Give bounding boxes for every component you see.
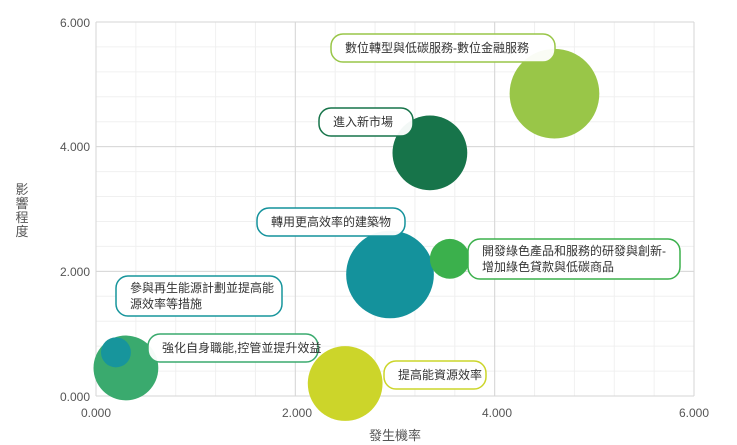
callout-label: 提高能資源效率 xyxy=(383,360,487,390)
callout-box xyxy=(147,333,319,363)
y-axis-title-char: 響 xyxy=(15,196,28,211)
y-axis-title: 影 響 程 度 xyxy=(15,182,28,239)
callout-text: 參與再生能源計劃並提高能 xyxy=(130,280,274,295)
callout-text: 增加綠色貸款與低碳商品 xyxy=(482,259,614,274)
bubble xyxy=(509,48,600,139)
callout-label: 開發綠色產品和服務的研發與創新-增加綠色貸款與低碳商品 xyxy=(467,238,681,280)
callouts: 數位轉型與低碳服務-數位金融服務進入新市場轉用更高效率的建築物開發綠色產品和服務… xyxy=(115,33,681,390)
callout-label: 轉用更高效率的建築物 xyxy=(256,207,406,237)
x-axis-title: 發生機率 xyxy=(369,428,421,443)
callout-text: 提高能資源效率 xyxy=(398,367,482,382)
y-tick-label: 0.000 xyxy=(60,390,90,404)
callout-text: 進入新市場 xyxy=(333,114,393,129)
y-axis-ticks: 0.000 2.000 4.000 6.000 xyxy=(60,16,90,404)
callout-text: 數位轉型與低碳服務-數位金融服務 xyxy=(345,40,529,55)
callout-text: 轉用更高效率的建築物 xyxy=(271,214,391,229)
bubble xyxy=(100,337,131,368)
bubble xyxy=(429,238,470,279)
bubble xyxy=(307,346,383,421)
callout-text: 開發綠色產品和服務的研發與創新- xyxy=(482,243,666,258)
y-axis-title-char: 影 xyxy=(15,182,28,197)
y-axis-title-char: 度 xyxy=(15,224,28,239)
callout-box xyxy=(383,360,487,390)
callout-box xyxy=(330,33,556,63)
bubbles xyxy=(93,48,600,421)
callout-label: 進入新市場 xyxy=(318,107,414,137)
x-tick-label: 4.000 xyxy=(482,406,512,420)
callout-label: 數位轉型與低碳服務-數位金融服務 xyxy=(330,33,556,63)
y-tick-label: 4.000 xyxy=(60,140,90,154)
callout-box xyxy=(256,207,406,237)
bubble xyxy=(346,230,434,319)
callout-box xyxy=(467,238,681,280)
x-tick-label: 0.000 xyxy=(81,406,111,420)
callout-text: 強化自身職能,控管並提升效益 xyxy=(162,340,321,355)
bubble xyxy=(392,115,468,191)
x-tick-label: 6.000 xyxy=(679,406,709,420)
x-axis-ticks: 0.000 2.000 4.000 6.000 xyxy=(81,406,709,420)
x-tick-label: 2.000 xyxy=(282,406,312,420)
y-axis-title-char: 程 xyxy=(15,210,28,225)
y-tick-label: 2.000 xyxy=(60,265,90,279)
y-tick-label: 6.000 xyxy=(60,16,90,30)
callout-label: 強化自身職能,控管並提升效益 xyxy=(147,333,321,363)
callout-box xyxy=(115,275,283,317)
callout-box xyxy=(318,107,414,137)
callout-text: 源效率等措施 xyxy=(130,296,202,311)
